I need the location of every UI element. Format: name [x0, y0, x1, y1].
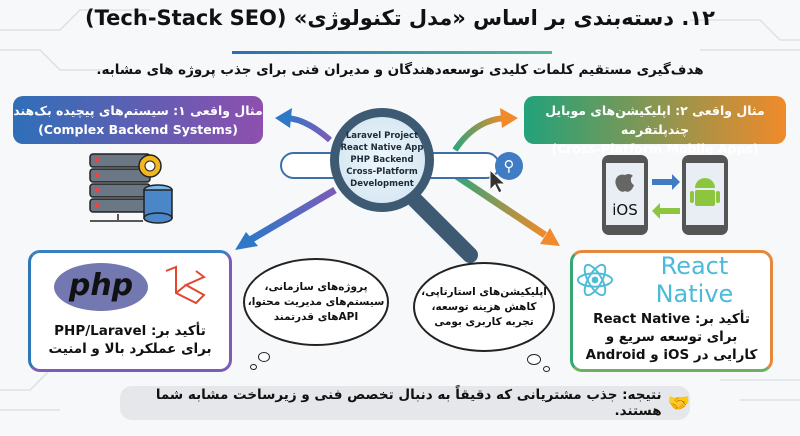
- android-icon: [690, 178, 720, 206]
- cursor-icon: [489, 168, 507, 194]
- bubble-dot: [250, 364, 257, 370]
- laravel-logo: [165, 265, 206, 305]
- apple-icon: [615, 174, 634, 192]
- keyword: React Native App: [340, 143, 424, 153]
- arrow-right-icon: [652, 174, 680, 190]
- backend-header-fa: مثال واقعی ۱: سیستم‌های پیچیده بک‌هند: [13, 103, 263, 118]
- bubble-line: پروژه‌های سازمانی،: [264, 280, 368, 293]
- ios-label: iOS: [612, 201, 638, 219]
- mobile-thought-bubble: اپلیکیشن‌های استارتاپی، کاهش هزینه توسعه،…: [413, 262, 555, 352]
- react-native-emphasis-text: تأکید بر: React Native برای توسعه سریع و…: [585, 311, 758, 363]
- bubble-dot: [543, 366, 550, 372]
- keyword: PHP Backend: [350, 155, 414, 165]
- bubble-dot: [258, 352, 270, 362]
- php-laravel-card: php تأکید بر: PHP/Laravel برای عملکرد با…: [28, 250, 232, 372]
- backend-example-header: مثال واقعی ۱: سیستم‌های پیچیده بک‌هند (C…: [13, 96, 263, 144]
- handshake-icon: 🤝: [667, 392, 690, 414]
- magnifier-handle: [407, 192, 478, 263]
- arrow-to-mobile-header: [452, 115, 506, 152]
- react-logo: [576, 263, 613, 297]
- php-emphasis-text: تأکید بر: PHP/Laravel برای عملکرد بالا و…: [48, 323, 212, 357]
- mobile-header-fa: مثال واقعی ۲: اپلیکیشن‌های موبایل چندپلت…: [545, 103, 765, 137]
- page-title: ۱۲. دسته‌بندی بر اساس «مدل تکنولوژی» (Te…: [85, 6, 715, 30]
- magnifier-lens: Laravel Project React Native App PHP Bac…: [330, 108, 434, 212]
- react-native-wordmark: React Native: [655, 252, 734, 308]
- arrow-left-icon: [652, 203, 680, 219]
- bubble-line: APIهای قدرتمند: [273, 310, 359, 323]
- bubble-line: کاهش هزینه توسعه،: [431, 300, 537, 313]
- backend-thought-bubble: پروژه‌های سازمانی، سیستم‌های مدیریت محتوا…: [243, 258, 389, 346]
- bubble-dot: [527, 354, 541, 365]
- keyword: Cross-Platform: [346, 167, 418, 177]
- bubble-line: سیستم‌های مدیریت محتوا،: [247, 295, 385, 308]
- result-text: نتیجه: جذب مشتریانی که دقیقاً به دنبال ت…: [155, 387, 662, 419]
- server-database-icon: [89, 153, 173, 224]
- keyword: Development: [350, 179, 414, 189]
- title-underline: [232, 51, 552, 54]
- arrow-to-mobile-card: [453, 172, 547, 238]
- result-banner: 🤝 نتیجه: جذب مشتریانی که دقیقاً به دنبال…: [120, 386, 690, 420]
- mobile-example-header: مثال واقعی ۲: اپلیکیشن‌های موبایل چندپلت…: [524, 96, 786, 156]
- keyword: Laravel Project: [345, 131, 419, 141]
- bubble-line: تجربه کاربری بومی: [434, 315, 534, 328]
- arrow-to-backend-header: [284, 115, 332, 143]
- subtitle: هدف‌گیری مستقیم کلمات کلیدی توسعه‌دهندگا…: [96, 62, 704, 78]
- react-native-card: React Native تأکید بر: React Native برای…: [570, 250, 773, 372]
- backend-header-en: (Complex Backend Systems): [38, 122, 238, 137]
- phones-illustration: iOS: [600, 153, 730, 237]
- search-icon[interactable]: ⚲: [495, 152, 523, 180]
- bubble-line: اپلیکیشن‌های استارتاپی،: [421, 285, 547, 298]
- mobile-header-en: (Cross-Platform Mobile Apps): [551, 141, 759, 156]
- arrow-to-backend-card: [248, 186, 337, 244]
- php-logo: php: [54, 263, 148, 311]
